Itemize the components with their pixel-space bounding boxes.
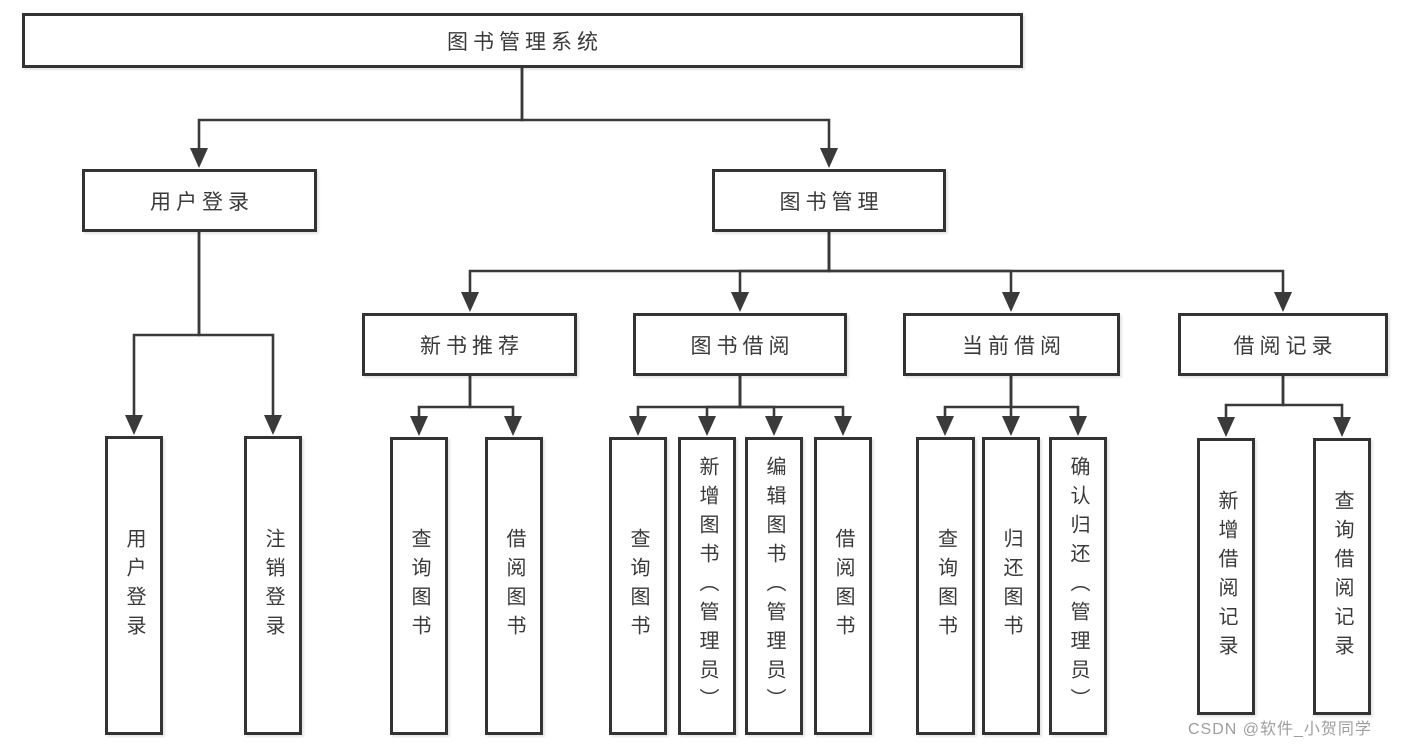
- arrowhead-icon: [629, 416, 647, 436]
- node-library-management-system: 图书管理系统: [22, 13, 1023, 68]
- node-label: 编辑图书（管理员）: [763, 455, 785, 717]
- watermark: CSDN @软件_小贺同学: [1188, 721, 1372, 738]
- edge-mgmt-to-current: [827, 232, 1013, 294]
- leaf-query-book-recommend: 查询图书: [390, 437, 448, 735]
- leaf-query-book-borrow: 查询图书: [609, 437, 667, 735]
- edge-borrow-leaf-2: [705, 375, 742, 418]
- node-new-book-recommend: 新书推荐: [362, 313, 577, 376]
- leaf-user-login: 用户登录: [105, 436, 163, 735]
- node-current-borrow: 当前借阅: [903, 313, 1120, 376]
- node-label: 确认归还（管理员）: [1067, 455, 1089, 717]
- node-label: 查询图书: [627, 528, 649, 644]
- arrowhead-icon: [1333, 417, 1351, 437]
- arrowhead-icon: [834, 416, 852, 436]
- leaf-add-borrow-record: 新增借阅记录: [1197, 438, 1255, 715]
- node-label: 图书管理: [779, 190, 884, 214]
- edge-record-leaf-2: [1281, 375, 1344, 419]
- leaf-query-book-current: 查询图书: [916, 437, 975, 735]
- leaf-add-book-admin: 新增图书（管理员）: [678, 437, 736, 735]
- arrowhead-icon: [731, 292, 749, 312]
- edge-borrow-leaf-1: [636, 375, 742, 418]
- node-label: 借阅图书: [503, 528, 525, 644]
- node-label: 当前借阅: [962, 334, 1066, 358]
- node-label: 借阅记录: [1233, 334, 1338, 358]
- leaf-query-borrow-record: 查询借阅记录: [1313, 438, 1371, 715]
- node-label: 用户登录: [150, 190, 254, 214]
- edge-mgmt-to-borrow: [738, 232, 831, 294]
- node-label: 图书管理系统: [447, 30, 603, 54]
- arrowhead-icon: [936, 416, 954, 436]
- edge-mgmt-to-new-book: [468, 232, 831, 294]
- edge-current-leaf-1: [943, 375, 1013, 418]
- edge-current-leaf-3: [1009, 375, 1080, 418]
- arrowhead-icon: [765, 416, 783, 436]
- node-label: 新增图书（管理员）: [696, 455, 718, 717]
- leaf-borrow-book: 借阅图书: [814, 437, 872, 735]
- arrowhead-icon: [1002, 292, 1020, 312]
- arrowhead-icon: [504, 416, 522, 436]
- leaf-return-book: 归还图书: [982, 437, 1040, 735]
- arrowhead-icon: [125, 415, 143, 435]
- node-user-login: 用户登录: [82, 169, 317, 232]
- leaf-logout: 注销登录: [244, 436, 302, 735]
- node-label: 图书借阅: [690, 334, 795, 358]
- edge-user-login-to-login: [132, 232, 201, 417]
- node-borrow-record: 借阅记录: [1178, 313, 1388, 376]
- edge-record-leaf-1: [1224, 375, 1285, 419]
- node-label: 归还图书: [1000, 528, 1022, 644]
- arrowhead-icon: [410, 416, 428, 436]
- edge-newbook-leaf-1: [417, 375, 472, 418]
- arrowhead-icon: [190, 148, 208, 168]
- leaf-edit-book-admin: 编辑图书（管理员）: [745, 437, 803, 735]
- node-label: 注销登录: [262, 527, 284, 644]
- arrowhead-icon: [820, 148, 838, 168]
- edge-borrow-leaf-3: [738, 375, 776, 418]
- arrowhead-icon: [698, 416, 716, 436]
- node-label: 新书推荐: [420, 334, 524, 358]
- node-label: 新增借阅记录: [1215, 489, 1237, 664]
- edge-newbook-leaf-2: [468, 375, 515, 418]
- arrowhead-icon: [461, 292, 479, 312]
- node-label: 查询图书: [934, 528, 957, 644]
- node-book-management: 图书管理: [712, 169, 946, 232]
- node-label: 借阅图书: [832, 528, 854, 644]
- leaf-borrow-book-recommend: 借阅图书: [485, 437, 543, 735]
- arrowhead-icon: [1217, 417, 1235, 437]
- edge-user-login-to-logout: [197, 232, 275, 417]
- arrowhead-icon: [1274, 292, 1292, 312]
- leaf-confirm-return-admin: 确认归还（管理员）: [1049, 437, 1107, 735]
- edge-mgmt-to-record: [827, 232, 1285, 294]
- node-label: 查询借阅记录: [1331, 489, 1353, 664]
- edge-root-to-user-login: [197, 68, 524, 150]
- edge-borrow-leaf-4: [738, 375, 845, 418]
- node-book-borrow: 图书借阅: [633, 313, 847, 376]
- arrowhead-icon: [1002, 416, 1020, 436]
- arrowhead-icon: [1069, 416, 1087, 436]
- node-label: 查询图书: [408, 528, 430, 644]
- arrowhead-icon: [264, 415, 282, 435]
- node-label: 用户登录: [123, 527, 145, 644]
- edge-root-to-book-management: [520, 68, 831, 150]
